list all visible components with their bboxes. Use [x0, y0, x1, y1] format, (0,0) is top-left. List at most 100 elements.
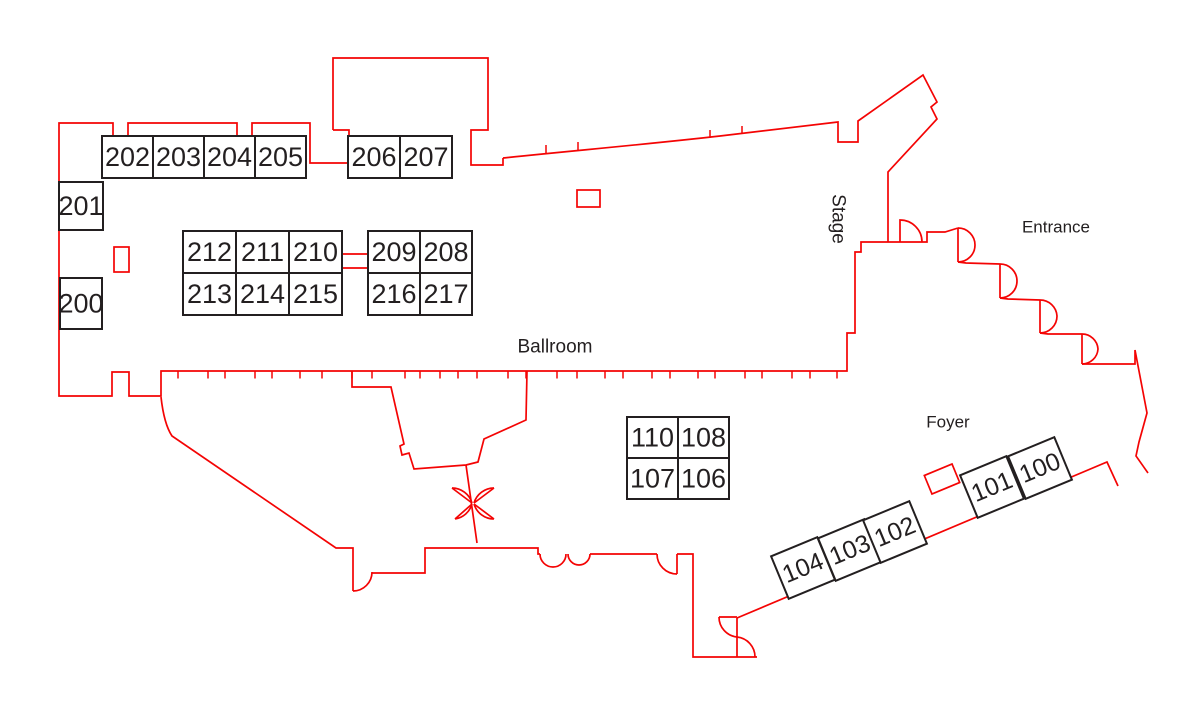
booth-group-206: 206: [347, 135, 401, 179]
booth-label-212: 212: [187, 237, 232, 267]
booth-200[interactable]: [59, 277, 103, 330]
wall-top-room: [332, 57, 504, 166]
booth-label-206: 206: [351, 142, 396, 172]
booth-label-200: 200: [58, 289, 103, 319]
booth-label-201: 201: [58, 191, 103, 221]
booth-group-110: 110: [626, 416, 679, 459]
booth-label-205: 205: [258, 142, 303, 172]
booth-label-107: 107: [630, 464, 675, 494]
booth-label-106: 106: [681, 464, 726, 494]
booth-group-205: 205: [254, 135, 307, 179]
wall-lower-middle: [372, 547, 757, 658]
booth-group-207: 207: [399, 135, 453, 179]
wall-top-bump-2: [251, 122, 348, 164]
wall-entrance-zigzag: [957, 261, 1149, 474]
booth-100[interactable]: [1006, 435, 1074, 501]
booth-group-101: 101: [958, 454, 1026, 520]
booth-group-204: 204: [203, 135, 256, 179]
booth-205[interactable]: [254, 135, 307, 179]
booth-group-201: 201: [58, 181, 104, 231]
booth-label-110: 110: [631, 423, 674, 453]
booth-block-connectors: [342, 253, 368, 269]
booth-group-106: 106: [677, 457, 730, 500]
booth-group-108: 108: [677, 416, 730, 459]
doors-layer: [352, 219, 1099, 658]
area-label-ballroom: Ballroom: [518, 337, 593, 358]
booth-102[interactable]: [861, 499, 929, 565]
lower-left-door-arc: [352, 571, 373, 592]
booth-group-213: 213: [182, 272, 237, 316]
booth-group-104: 104: [769, 535, 837, 601]
booth-group-211: 211: [235, 230, 290, 274]
booth-label-204: 204: [207, 142, 252, 172]
hourglass-door: [451, 487, 495, 520]
booth-label-209: 209: [371, 237, 416, 267]
wall-stage-front: [888, 227, 959, 243]
booth-216[interactable]: [367, 272, 421, 316]
booth-106[interactable]: [677, 457, 730, 500]
booth-215[interactable]: [288, 272, 343, 316]
booth-label-214: 214: [240, 279, 285, 309]
booth-214[interactable]: [235, 272, 290, 316]
entrance-door-arcs: [957, 227, 1099, 365]
booth-label-211: 211: [241, 237, 284, 267]
small-rect-left: [113, 246, 130, 273]
booth-202[interactable]: [101, 135, 154, 179]
booth-group-103: 103: [816, 517, 884, 583]
booth-207[interactable]: [399, 135, 453, 179]
area-label-stage: Stage: [828, 194, 849, 244]
booth-label-207: 207: [403, 142, 448, 172]
booth-208[interactable]: [419, 230, 473, 274]
entrance-door-jambs: [957, 228, 1083, 364]
booth-group-210: 210: [288, 230, 343, 274]
wall-top-room-step: [333, 129, 350, 140]
booth-101[interactable]: [958, 454, 1026, 520]
ticks-layer: [177, 126, 838, 379]
wall-top-bump-1: [127, 122, 238, 136]
small-rect-foyer: [923, 462, 961, 496]
booth-201[interactable]: [58, 181, 104, 231]
booth-107[interactable]: [626, 457, 679, 500]
booth-label-108: 108: [681, 423, 726, 453]
booth-210[interactable]: [288, 230, 343, 274]
booth-211[interactable]: [235, 230, 290, 274]
booth-label-203: 203: [156, 142, 201, 172]
booth-label-213: 213: [187, 279, 232, 309]
booth-group-216: 216: [367, 272, 421, 316]
booth-label-217: 217: [423, 279, 468, 309]
walls-layer: [58, 57, 1149, 658]
booth-group-209: 209: [367, 230, 421, 274]
booth-217[interactable]: [419, 272, 473, 316]
booth-203[interactable]: [152, 135, 205, 179]
booth-group-202: 202: [101, 135, 154, 179]
booth-108[interactable]: [677, 416, 730, 459]
booth-group-200: 200: [58, 277, 104, 330]
booth-label-202: 202: [105, 142, 150, 172]
area-label-foyer: Foyer: [926, 413, 970, 432]
booth-label-208: 208: [423, 237, 468, 267]
booth-group-212: 212: [182, 230, 237, 274]
booth-label-216: 216: [371, 279, 416, 309]
booth-204[interactable]: [203, 135, 256, 179]
stage-door-arc: [899, 219, 923, 243]
booth-label-215: 215: [293, 279, 338, 309]
small-rect-center: [576, 189, 601, 208]
wall-funnel: [351, 370, 528, 544]
wall-north-curve: [502, 73, 939, 242]
booth-group-214: 214: [235, 272, 290, 316]
booth-206[interactable]: [347, 135, 401, 179]
bottom-double-doors: [539, 553, 591, 568]
booth-group-100: 100: [1006, 435, 1074, 501]
booth-group-102: 102: [861, 499, 929, 565]
booth-group-215: 215: [288, 272, 343, 316]
wall-lower-left-diagonal: [160, 396, 354, 591]
booth-group-107: 107: [626, 457, 679, 500]
booth-group-208: 208: [419, 230, 473, 274]
booth-group-203: 203: [152, 135, 205, 179]
booth-212[interactable]: [182, 230, 237, 274]
bottom-single-door: [656, 553, 678, 575]
